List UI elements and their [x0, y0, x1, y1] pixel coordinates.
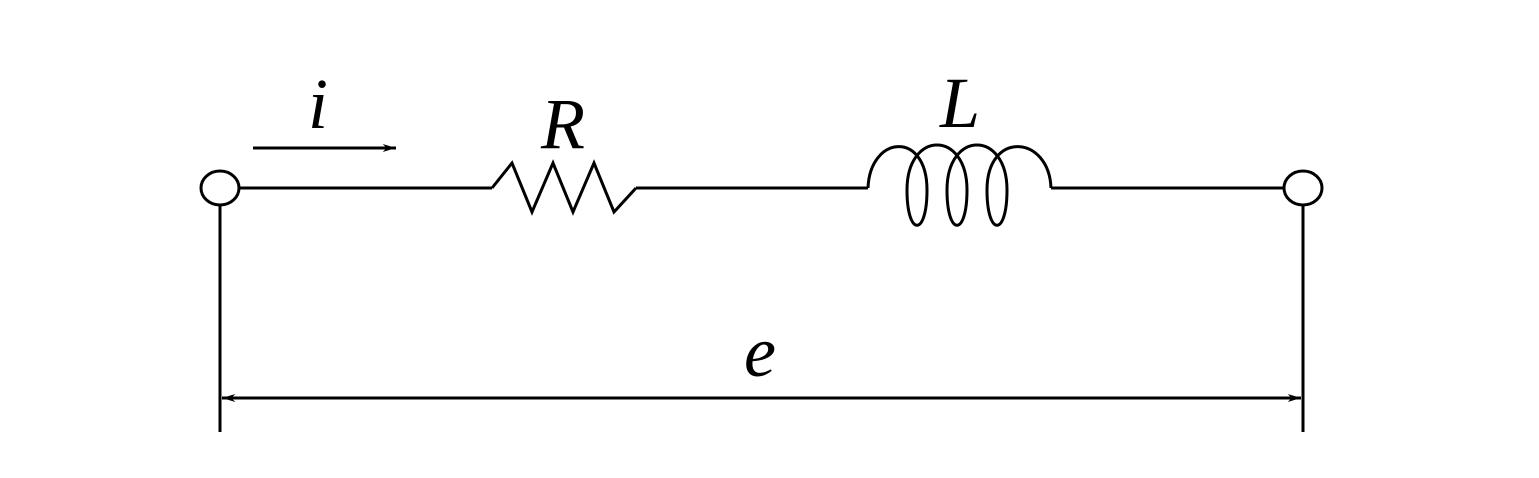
right-terminal	[1282, 169, 1324, 207]
resistor	[490, 159, 638, 216]
inductor-label: L	[939, 63, 980, 143]
inductor	[866, 143, 1053, 227]
left-terminal	[199, 169, 241, 207]
resistor-label: R	[540, 84, 585, 164]
voltage-label: e	[744, 312, 776, 392]
current-label: i	[308, 64, 328, 144]
